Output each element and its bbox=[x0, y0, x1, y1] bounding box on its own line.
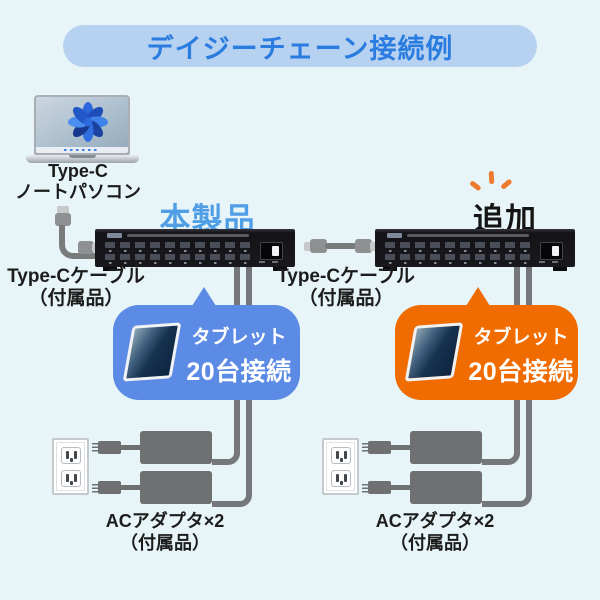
tablet-bubble-main: タブレット 20台接続 bbox=[113, 305, 300, 400]
hub-device-main bbox=[95, 229, 295, 271]
typec-connector bbox=[55, 213, 71, 226]
typec-connector-tip bbox=[57, 206, 69, 214]
daisy-chain-cable bbox=[325, 243, 357, 249]
bubble-tail bbox=[192, 287, 216, 306]
plug-prongs bbox=[362, 443, 369, 452]
windows-bloom-icon bbox=[68, 102, 108, 142]
device-foot bbox=[273, 267, 287, 271]
plug-prongs bbox=[92, 443, 99, 452]
laptop-cable bbox=[59, 225, 95, 259]
sparkle-icon bbox=[500, 178, 513, 190]
ac-outlet bbox=[322, 438, 359, 495]
ac-plug bbox=[98, 481, 121, 494]
title-banner: デイジーチェーン接続例 bbox=[63, 25, 537, 67]
port-numbers bbox=[389, 249, 535, 252]
ac-plug bbox=[368, 441, 391, 454]
bubble-count: 20台接続 bbox=[186, 358, 292, 386]
port-numbers bbox=[109, 261, 255, 264]
plug-prongs bbox=[362, 484, 369, 493]
plug-cord bbox=[391, 485, 410, 490]
plug-prongs bbox=[92, 484, 99, 493]
power-switch bbox=[260, 242, 283, 260]
tablet-icon bbox=[404, 322, 464, 382]
ac-adapter bbox=[410, 471, 482, 504]
typec-connector-tip bbox=[304, 242, 311, 251]
sparkle-icon bbox=[469, 180, 482, 192]
brand-logo bbox=[107, 233, 122, 238]
ac-plug bbox=[368, 481, 391, 494]
bubble-text: タブレット bbox=[473, 327, 569, 348]
port-row bbox=[385, 242, 535, 248]
page-title: デイジーチェーン接続例 bbox=[146, 33, 454, 64]
socket bbox=[61, 447, 81, 464]
typec-connector bbox=[355, 239, 372, 253]
taskbar-icons bbox=[64, 148, 100, 151]
model-text bbox=[127, 234, 249, 237]
bubble-count: 20台接続 bbox=[468, 358, 574, 386]
adapter-label-left: ACアダプタ×2 （付属品） bbox=[105, 511, 225, 553]
device-foot bbox=[383, 267, 397, 271]
tablet-bubble-added: タブレット 20台接続 bbox=[395, 305, 578, 400]
ac-adapter bbox=[140, 431, 212, 464]
laptop-notch bbox=[69, 155, 96, 158]
plug-cord bbox=[121, 445, 140, 450]
ac-plug bbox=[98, 441, 121, 454]
switch-toggle bbox=[552, 245, 559, 256]
laptop-screen bbox=[34, 95, 130, 155]
plug-cord bbox=[121, 485, 140, 490]
port-row bbox=[105, 254, 255, 260]
plug-cord bbox=[391, 445, 410, 450]
cable-label-middle: Type-Cケーブル （付属品） bbox=[277, 266, 415, 309]
switch-toggle bbox=[272, 245, 279, 256]
cable-label-left: Type-Cケーブル （付属品） bbox=[7, 266, 145, 309]
switch-labels bbox=[539, 261, 563, 263]
socket bbox=[331, 470, 351, 487]
port-numbers bbox=[109, 249, 255, 252]
windows-wallpaper bbox=[36, 97, 128, 153]
model-text bbox=[407, 234, 529, 237]
laptop-base bbox=[26, 155, 139, 163]
tablet-icon bbox=[122, 322, 182, 382]
port-row bbox=[385, 254, 535, 260]
socket bbox=[331, 447, 351, 464]
ac-adapter bbox=[140, 471, 212, 504]
typec-connector bbox=[78, 241, 94, 254]
typec-connector-tip bbox=[370, 242, 377, 251]
adapter-label-right: ACアダプタ×2 （付属品） bbox=[375, 511, 495, 553]
typec-connector bbox=[310, 239, 327, 253]
socket bbox=[61, 470, 81, 487]
sparkle-icon bbox=[488, 170, 494, 185]
switch-labels bbox=[259, 261, 283, 263]
laptop-label: Type-C ノートパソコン bbox=[15, 161, 141, 202]
device-foot bbox=[103, 267, 117, 271]
port-numbers bbox=[389, 261, 535, 264]
bubble-tail bbox=[466, 287, 490, 306]
bubble-text: タブレット bbox=[191, 327, 287, 348]
power-switch bbox=[540, 242, 563, 260]
hub-device-added bbox=[375, 229, 575, 271]
device-foot bbox=[553, 267, 567, 271]
brand-logo bbox=[387, 233, 402, 238]
ac-outlet bbox=[52, 438, 89, 495]
ac-adapter bbox=[410, 431, 482, 464]
port-row bbox=[105, 242, 255, 248]
